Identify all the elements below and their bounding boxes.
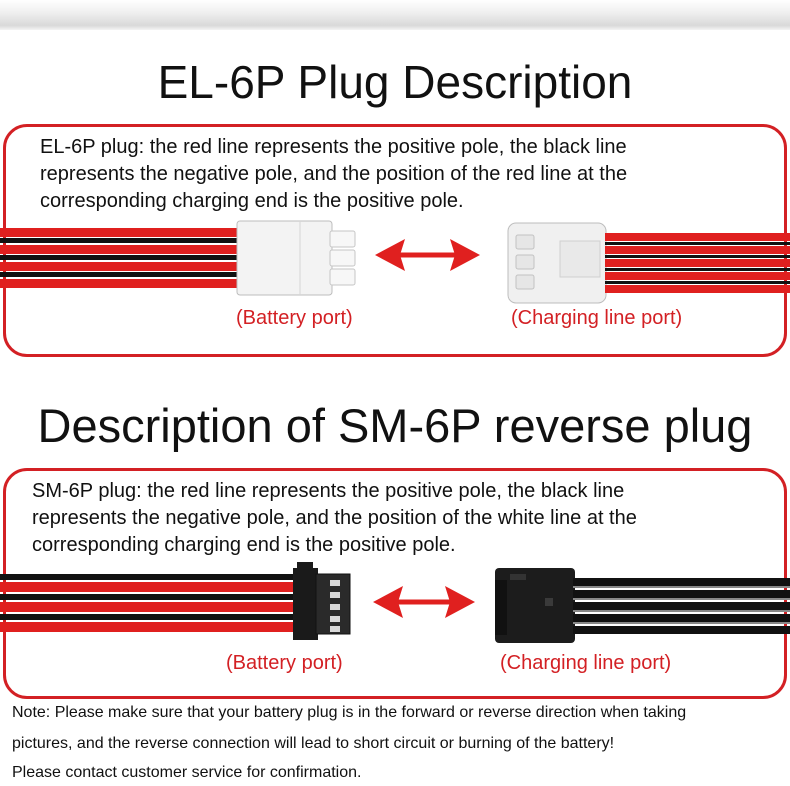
note-line-3: Please contact customer service for conf… — [12, 764, 362, 781]
sm6p-battery-port-label: (Battery port) — [226, 652, 343, 674]
el6p-battery-wires — [0, 228, 245, 288]
sm6p-description: SM-6P plug: the red line represents the … — [32, 480, 637, 556]
sm6p-battery-plug — [293, 562, 351, 640]
sm6p-charging-port-label: (Charging line port) — [500, 652, 672, 674]
el6p-title: EL-6P Plug Description — [157, 56, 633, 108]
sm6p-double-arrow — [373, 586, 475, 618]
el6p-charging-wires — [605, 233, 790, 293]
el6p-description: EL-6P plug: the red line represents the … — [40, 136, 628, 212]
sm6p-charging-plug — [495, 568, 575, 643]
note-line-2: pictures, and the reverse connection wil… — [12, 735, 615, 752]
top-shadow-bar — [0, 0, 790, 30]
sm6p-connector-illustration — [0, 562, 790, 643]
sm6p-charging-wires — [573, 578, 790, 634]
el6p-double-arrow — [375, 239, 480, 271]
el6p-charging-port-label: (Charging line port) — [511, 307, 683, 329]
el6p-connector-illustration — [0, 220, 790, 304]
el6p-battery-plug — [236, 220, 356, 296]
el6p-battery-port-label: (Battery port) — [236, 307, 353, 329]
el6p-charging-plug — [507, 222, 607, 304]
sm6p-battery-wires — [0, 574, 298, 632]
sm6p-title: Description of SM-6P reverse plug — [37, 399, 753, 452]
note-line-1: Note: Please make sure that your battery… — [12, 704, 687, 721]
